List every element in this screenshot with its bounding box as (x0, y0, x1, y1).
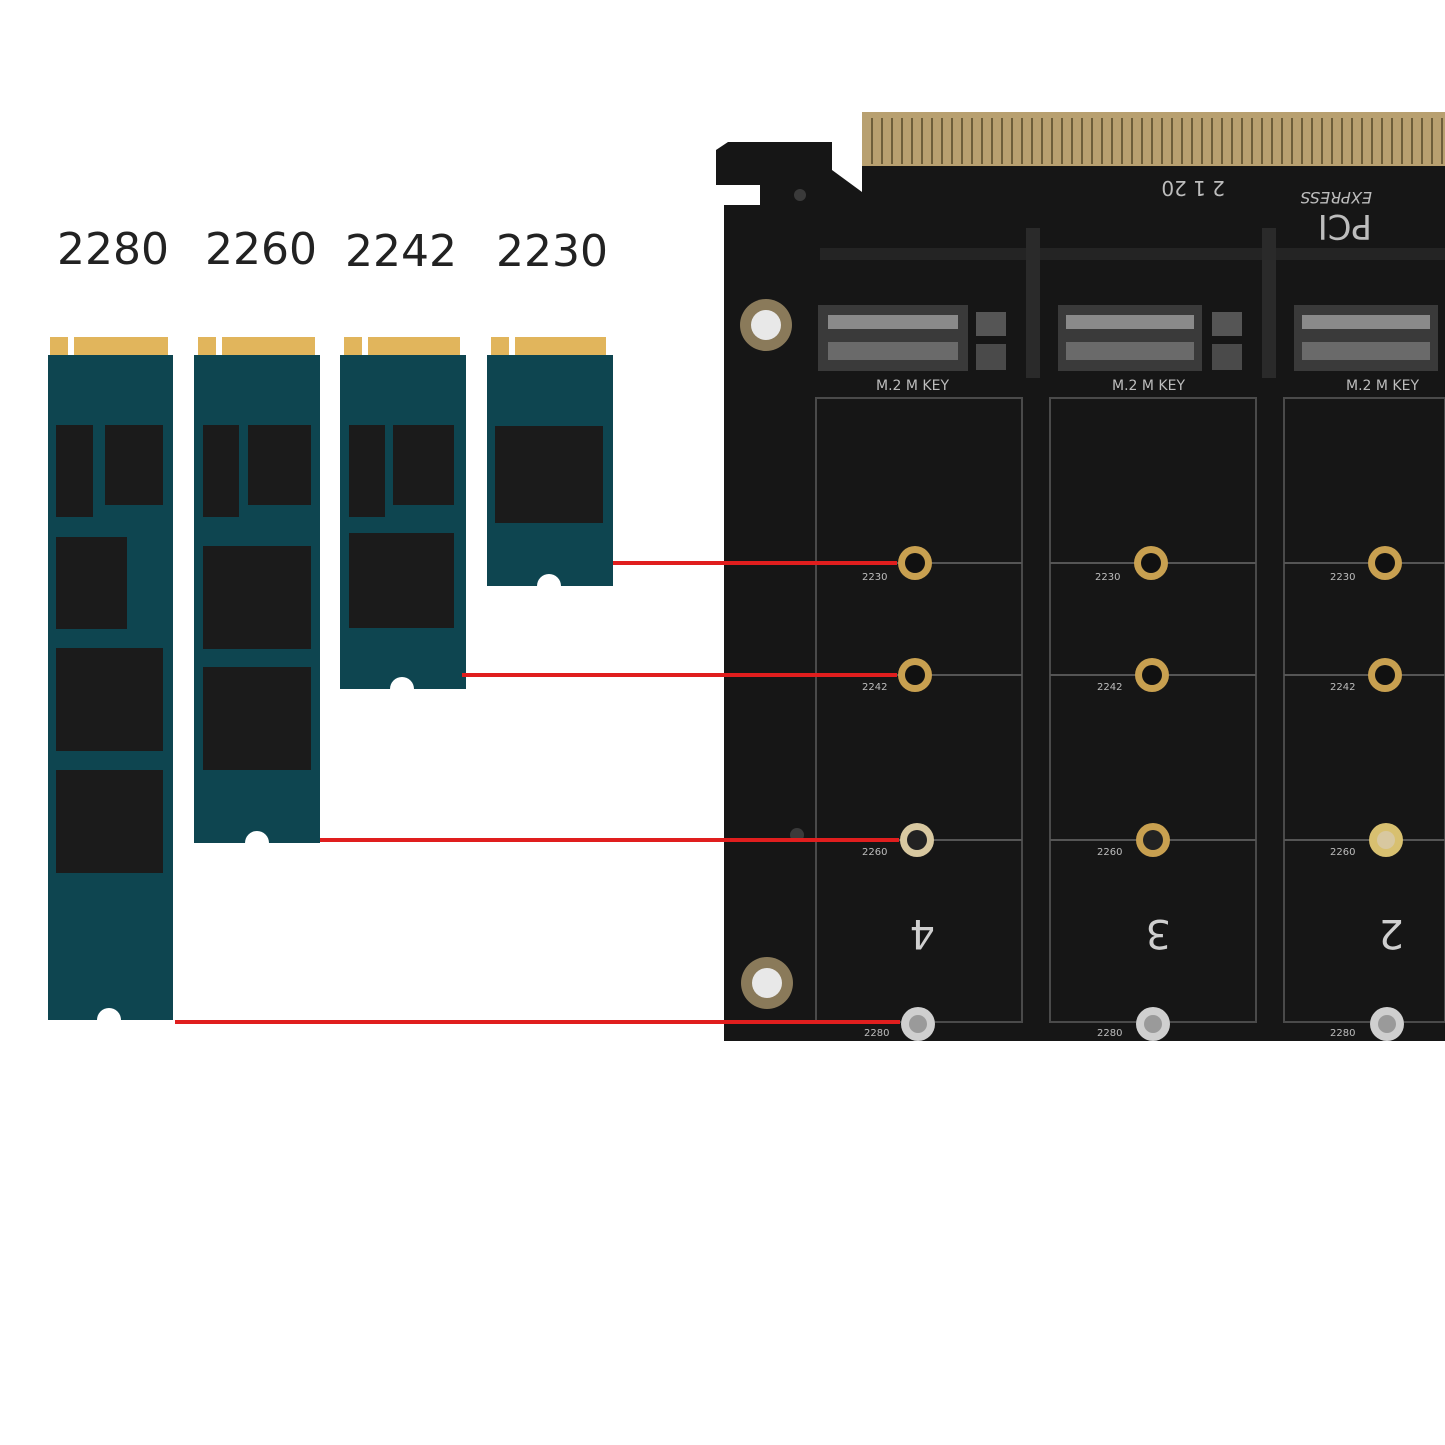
svg-text:2242: 2242 (1097, 682, 1122, 693)
size-label-2280: 2280 (57, 224, 169, 275)
ssd-2230 (487, 337, 613, 598)
pcie-adapter-card: PCI EXPRESS 2 1 20 M.2 M KEY 4 M.2 M K (716, 112, 1445, 1041)
chip (56, 425, 93, 517)
chip (203, 425, 239, 517)
svg-text:2230: 2230 (1095, 572, 1120, 583)
via (794, 189, 806, 201)
svg-text:2280: 2280 (1097, 1028, 1122, 1039)
pcie-contact-pins (871, 118, 1443, 164)
ssd-2242 (340, 337, 466, 701)
svg-text:2242: 2242 (1330, 682, 1355, 693)
svg-text:2260: 2260 (862, 847, 887, 858)
slot-key-label: M.2 M KEY (1346, 378, 1419, 394)
m2-connector (1294, 305, 1438, 371)
pcie-logo-text: PCI (1318, 206, 1372, 246)
mount-notch (390, 677, 414, 701)
slot-number: 4 (910, 910, 935, 956)
chip (203, 546, 311, 649)
key-notch (216, 337, 222, 355)
mount-notch (245, 831, 269, 855)
chip (203, 667, 311, 770)
chip (105, 425, 163, 505)
standoffs-slot-3: 2230 2242 2260 2280 (1095, 546, 1170, 1041)
size-label-2260: 2260 (205, 224, 317, 275)
ssd-pcb (340, 355, 466, 689)
chip (349, 533, 454, 628)
chip (56, 770, 163, 873)
pointer-lines (175, 561, 900, 1024)
board-code: 2 1 20 (1161, 176, 1225, 200)
express-logo-text: EXPRESS (1300, 188, 1372, 207)
slot-outline (1283, 397, 1445, 1023)
svg-text:2260: 2260 (1330, 847, 1355, 858)
slot-number: 2 (1379, 910, 1404, 956)
board-pcb (716, 142, 1445, 1041)
slot-key-label: M.2 M KEY (876, 378, 949, 394)
trace-strip (820, 248, 1445, 260)
key-notch (362, 337, 368, 355)
mount-notch (97, 1008, 121, 1032)
svg-text:2242: 2242 (862, 682, 887, 693)
slot-key-label: M.2 M KEY (1112, 378, 1185, 394)
slot-number: 3 (1146, 910, 1171, 956)
ssd-2280 (48, 337, 173, 1032)
standoffs-slot-2: 2230 2242 2260 2280 (1330, 546, 1404, 1041)
key-notch (68, 337, 74, 355)
chip (56, 648, 163, 751)
pcie-edge-connector (862, 112, 1445, 166)
chip (248, 425, 311, 505)
key-notch (509, 337, 515, 355)
standoffs-slot-4: 2230 2242 2260 2280 (862, 546, 935, 1041)
gold-contacts (344, 337, 460, 355)
component-strip (1262, 228, 1276, 378)
m2-connector (1058, 305, 1202, 371)
svg-text:2280: 2280 (864, 1028, 889, 1039)
m2-connector (818, 305, 968, 371)
component-strip (1026, 228, 1040, 378)
svg-text:2260: 2260 (1097, 847, 1122, 858)
size-label-2242: 2242 (345, 226, 457, 277)
chip (349, 425, 385, 517)
chip (495, 426, 603, 523)
svg-text:2230: 2230 (862, 572, 887, 583)
chip (56, 537, 127, 629)
size-label-2230: 2230 (496, 226, 608, 277)
chip (393, 425, 454, 505)
svg-text:2230: 2230 (1330, 572, 1355, 583)
gold-contacts (50, 337, 168, 355)
gold-contacts (198, 337, 315, 355)
gold-contacts (491, 337, 606, 355)
m2-slot-2: M.2 M KEY 2 (1283, 305, 1445, 1023)
mount-notch (537, 574, 561, 598)
ssd-2260 (194, 337, 320, 855)
svg-text:2280: 2280 (1330, 1028, 1355, 1039)
